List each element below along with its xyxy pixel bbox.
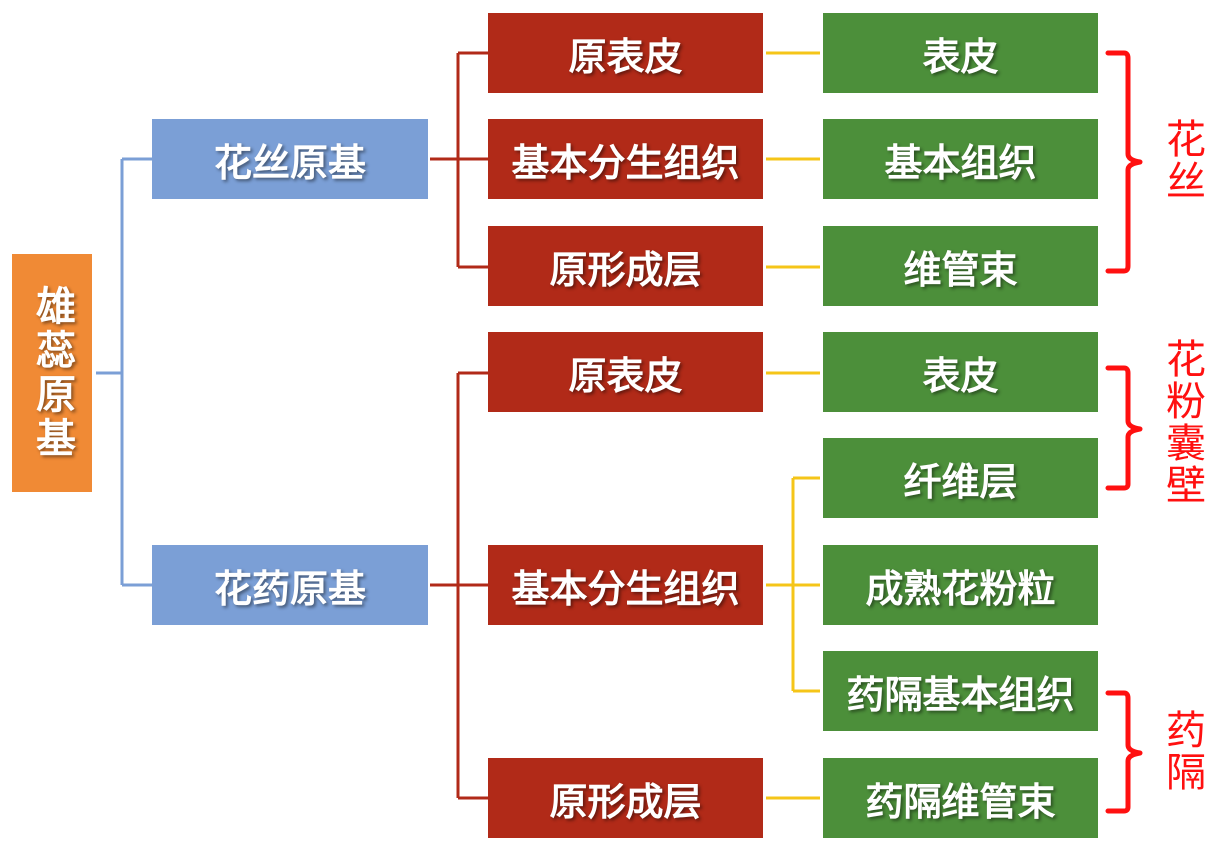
mature-pollen-node: 成熟花粉粒 [823,545,1098,625]
anther-primordium-node: 花药原基 [152,545,428,625]
anther-procambium-node: 原形成层 [488,758,763,838]
connective-vascular-bundle-node: 药隔维管束 [823,758,1098,838]
filament-procambium-node: 原形成层 [488,226,763,306]
filament-protoderm-node: 原表皮 [488,13,763,93]
filament-primordium-node: 花丝原基 [152,119,428,199]
filament-brace [1105,50,1143,274]
anther-protoderm-node: 原表皮 [488,332,763,412]
anther-ground-meristem-node: 基本分生组织 [488,545,763,625]
filament-ground-tissue-node: 基本组织 [823,119,1098,199]
root-connector [96,157,152,587]
anther-wall-brace [1105,365,1143,491]
result-connectors [766,51,820,800]
filament-brace-label: 花丝 [1159,118,1205,202]
root-node: 雄蕊原基 [12,254,92,492]
anther-connector [430,371,488,800]
fibrous-layer-node: 纤维层 [823,438,1098,518]
anther-wall-brace-label: 花粉囊壁 [1159,338,1205,506]
filament-ground-meristem-node: 基本分生组织 [488,119,763,199]
filament-epidermis-node: 表皮 [823,13,1098,93]
connective-brace [1105,690,1143,814]
connective-ground-tissue-node: 药隔基本组织 [823,651,1098,731]
filament-vascular-bundle-node: 维管束 [823,226,1098,306]
anther-epidermis-node: 表皮 [823,332,1098,412]
connective-brace-label: 药隔 [1159,709,1205,793]
filament-connector [430,51,488,269]
